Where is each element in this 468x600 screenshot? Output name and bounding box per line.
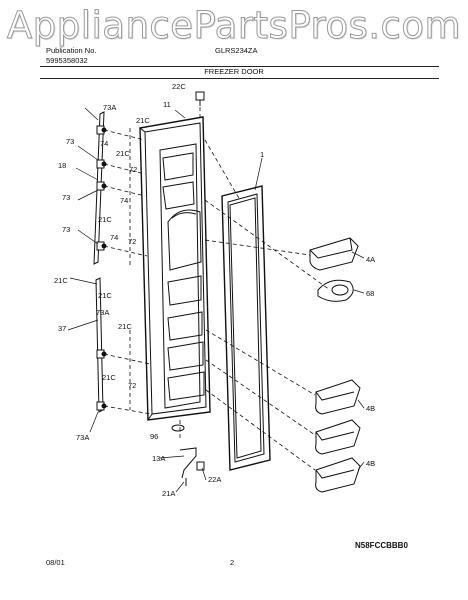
callout-4b-1: 4B: [366, 404, 375, 413]
callout-4a: 4A: [366, 255, 375, 264]
callout-72-2: 72: [128, 237, 136, 246]
breaker-trim-upper: [93, 111, 105, 265]
callout-21c-1: 21C: [136, 116, 150, 125]
callout-21a: 21A: [162, 489, 175, 498]
header-rule: [40, 66, 439, 67]
footer-diagram-code: N58FCCBBB0: [355, 541, 408, 550]
bin-4b-upper: [315, 379, 361, 415]
callout-22a: 22A: [208, 475, 221, 484]
bin-4b-middle: [315, 419, 361, 455]
callout-1: 1: [260, 150, 264, 159]
callout-21c-4: 21C: [54, 276, 68, 285]
callout-74-3: 74: [110, 233, 118, 242]
ice-chute-68: [317, 279, 354, 302]
callout-74-1: 74: [100, 139, 108, 148]
footer-page-number: 2: [230, 558, 235, 567]
door-panel: [139, 116, 211, 421]
leader-lines: [67, 107, 365, 493]
callout-96: 96: [150, 432, 158, 441]
callout-73a-mid: 73A: [96, 308, 109, 317]
bin-4b-lower: [315, 457, 361, 493]
callout-72-3: 72: [128, 381, 136, 390]
bin-4a: [309, 237, 359, 271]
callout-72-1: 72: [129, 165, 137, 174]
callout-22c: 22C: [172, 82, 186, 91]
callout-74-2: 74: [120, 196, 128, 205]
assembly-lines: [103, 100, 331, 471]
callout-21c-2: 21C: [116, 149, 130, 158]
footer-date: 08/01: [46, 558, 65, 567]
model-number: GLRS234ZA: [215, 46, 258, 55]
callout-18: 18: [58, 161, 66, 170]
callout-73-1: 73: [66, 137, 74, 146]
callout-21c-7: 21C: [102, 373, 116, 382]
door-gasket: [221, 185, 271, 471]
callout-21c-6: 21C: [118, 322, 132, 331]
callout-73-3: 73: [62, 225, 70, 234]
top-hinge-pin: [195, 91, 205, 106]
callout-21c-3: 21C: [98, 215, 112, 224]
callout-13a: 13A: [152, 454, 165, 463]
callout-68: 68: [366, 289, 374, 298]
publication-label: Publication No.: [46, 46, 97, 55]
callout-4b-2: 4B: [366, 459, 375, 468]
callout-37: 37: [58, 324, 66, 333]
callout-73a-bottom: 73A: [76, 433, 89, 442]
callout-73-2: 73: [62, 193, 70, 202]
title-rule: [40, 78, 439, 79]
diagram-title: FREEZER DOOR: [204, 67, 264, 76]
watermark: AppliancePartsPros.com: [6, 4, 462, 48]
callout-21c-5: 21C: [98, 291, 112, 300]
callout-73a-top: 73A: [103, 103, 116, 112]
bottom-hardware: [171, 424, 205, 486]
callout-11: 11: [163, 100, 171, 109]
callout-labels: 22C 11 1 73A 21C 73 74 21C 18 72 73 74 2…: [54, 82, 375, 498]
publication-number: 5995358032: [46, 56, 88, 65]
